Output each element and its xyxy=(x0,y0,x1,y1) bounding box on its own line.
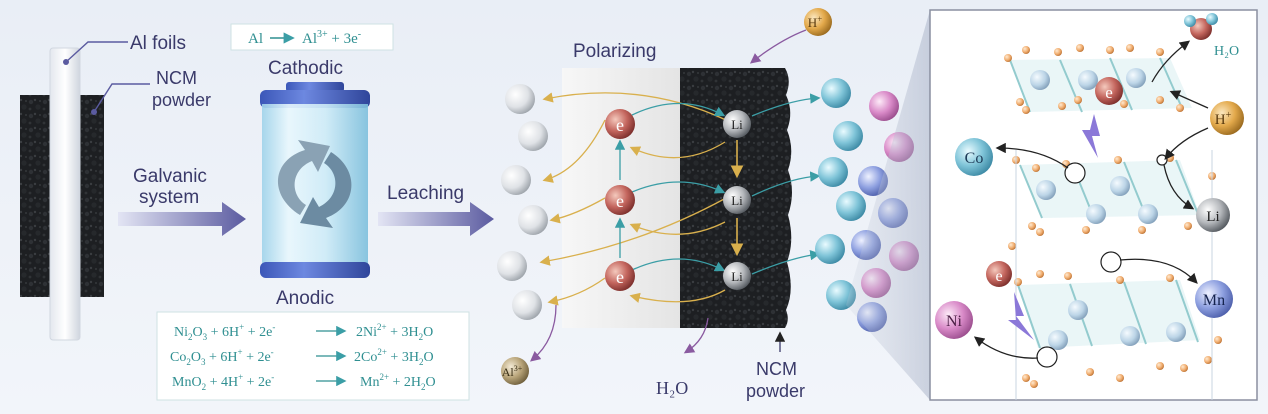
ncm-powder-label-line1: NCM xyxy=(156,68,197,88)
eq-al-rhs-main: Al xyxy=(302,31,317,47)
svg-text:Li: Li xyxy=(731,193,743,208)
eq-al-rhs-tail: + 3e xyxy=(328,31,358,47)
leaching-arrow: Leaching xyxy=(378,183,494,236)
galvanic-label-line1: Galvanic xyxy=(133,166,207,187)
cell-body xyxy=(262,104,368,264)
svg-text:Al3+ + 3e-: Al3+ + 3e- xyxy=(302,29,361,47)
svg-text:Al3+: Al3+ xyxy=(502,364,523,379)
svg-text:H+: H+ xyxy=(808,14,822,30)
electron-particle xyxy=(605,261,635,291)
svg-text:Co: Co xyxy=(965,150,984,167)
inset-ni-ion: Ni xyxy=(935,301,1039,359)
galvanic-cell: Cathodic Anodic xyxy=(260,58,370,309)
electron-row-2: e xyxy=(605,185,635,215)
svg-text:Mn: Mn xyxy=(1203,292,1225,309)
ncm-powder-label-line2: powder xyxy=(152,90,211,110)
electron-transfer-arrows xyxy=(614,93,821,275)
galvanic-label-line2: system xyxy=(139,187,199,208)
eq-al-rhs-sup: 3+ xyxy=(317,29,328,40)
electron-particle xyxy=(605,185,635,215)
li-ion-1: Li xyxy=(723,110,751,138)
crystal-structure-inset: H₂O H+ e Co Li xyxy=(929,9,1258,401)
reaction-row-2: Co2O3 + 6H+ + 2e- 2Co2+ + 3H2O xyxy=(170,347,434,367)
svg-text:2Ni2+ + 3H2O: 2Ni2+ + 3H2O xyxy=(356,322,433,342)
svg-text:Mn2+ + 2H2O: Mn2+ + 2H2O xyxy=(360,372,436,392)
water-label: H₂O xyxy=(656,378,688,398)
svg-text:e: e xyxy=(616,267,624,287)
anodic-label: Anodic xyxy=(276,288,334,309)
h-plus-ion-top: H+ xyxy=(749,8,832,64)
svg-text:powder: powder xyxy=(746,381,805,401)
equation-box xyxy=(230,23,394,51)
reaction-row-1: Ni2O3 + 6H+ + 2e- 2Ni2+ + 3H2O xyxy=(174,322,433,342)
li-ion-3: Li xyxy=(723,262,751,290)
inset-electron-top: e xyxy=(1082,77,1123,158)
polarizing-label: Polarizing xyxy=(573,41,656,62)
inset-co-ion: Co xyxy=(955,138,1069,176)
svg-text:Li: Li xyxy=(731,269,743,284)
inset-mn-ion: Mn xyxy=(1119,258,1233,318)
electron-row-1: e xyxy=(605,109,635,139)
svg-text:Co2O3 + 6H+ + 2e-: Co2O3 + 6H+ + 2e- xyxy=(170,347,274,367)
polarized-particle: Polarizing xyxy=(497,8,930,401)
al-release-arrows xyxy=(539,92,727,306)
cathode-cap xyxy=(260,90,370,108)
oxygen-atoms xyxy=(1004,44,1222,388)
al-foils-label: Al foils xyxy=(130,33,186,54)
lattice-layer-2 xyxy=(1019,159,1200,224)
water-bottom: H₂O xyxy=(656,317,709,398)
reaction-equations: Ni2O3 + 6H+ + 2e- 2Ni2+ + 3H2O Co2O3 + 6… xyxy=(156,311,470,401)
electrode-assembly xyxy=(20,47,104,341)
svg-text:Ni: Ni xyxy=(946,313,963,330)
anode-cap xyxy=(260,262,370,278)
svg-text:2Co2+ + 3H2O: 2Co2+ + 3H2O xyxy=(354,347,434,367)
svg-text:Ni2O3 + 6H+ + 2e-: Ni2O3 + 6H+ + 2e- xyxy=(174,322,275,342)
inset-water: H₂O xyxy=(1151,13,1239,83)
reaction-box xyxy=(156,311,470,401)
li-ion-2: Li xyxy=(723,186,751,214)
ncm-powder-callout: NCM powder xyxy=(91,68,211,115)
inset-electron-bottom: e xyxy=(986,261,1034,340)
cathodic-label: Cathodic xyxy=(268,58,343,79)
svg-text:e: e xyxy=(1105,83,1113,102)
al-foils-callout: Al foils xyxy=(63,33,186,65)
svg-text:H₂O: H₂O xyxy=(1214,44,1239,59)
svg-text:MnO2 + 4H+ + 2e-: MnO2 + 4H+ + 2e- xyxy=(172,372,274,392)
al-oxidation-equation: Al Al3+ + 3e- xyxy=(230,23,394,51)
svg-text:NCM: NCM xyxy=(756,359,797,379)
electron-particle xyxy=(605,109,635,139)
svg-text:Al: Al xyxy=(248,31,263,47)
reaction-row-3: MnO2 + 4H+ + 2e- Mn2+ + 2H2O xyxy=(172,372,436,392)
svg-text:e: e xyxy=(616,115,624,135)
inset-h-plus: H+ xyxy=(1164,90,1244,161)
eq-al-rhs-tail-sup: - xyxy=(358,29,361,40)
eq-al-lhs: Al xyxy=(248,31,263,47)
leaching-label: Leaching xyxy=(387,183,464,204)
inset-li-ion: Li xyxy=(1163,164,1230,232)
electron-row-3: e xyxy=(605,261,635,291)
lattice-layer-3 xyxy=(1017,279,1200,350)
al3-ion-bottom: Al3+ xyxy=(501,304,557,385)
cycle-icon xyxy=(278,140,352,228)
al-ions-released xyxy=(497,84,548,320)
svg-text:e: e xyxy=(616,191,624,211)
svg-text:Li: Li xyxy=(1206,209,1219,225)
zoom-cone xyxy=(846,10,930,400)
galvanic-system-arrow: Galvanic system xyxy=(118,166,246,236)
svg-text:H+: H+ xyxy=(1215,110,1232,128)
ncm-powder-bottom: NCM powder xyxy=(746,331,805,401)
al-foil xyxy=(49,47,81,341)
svg-text:e: e xyxy=(995,268,1002,285)
svg-text:Li: Li xyxy=(731,117,743,132)
